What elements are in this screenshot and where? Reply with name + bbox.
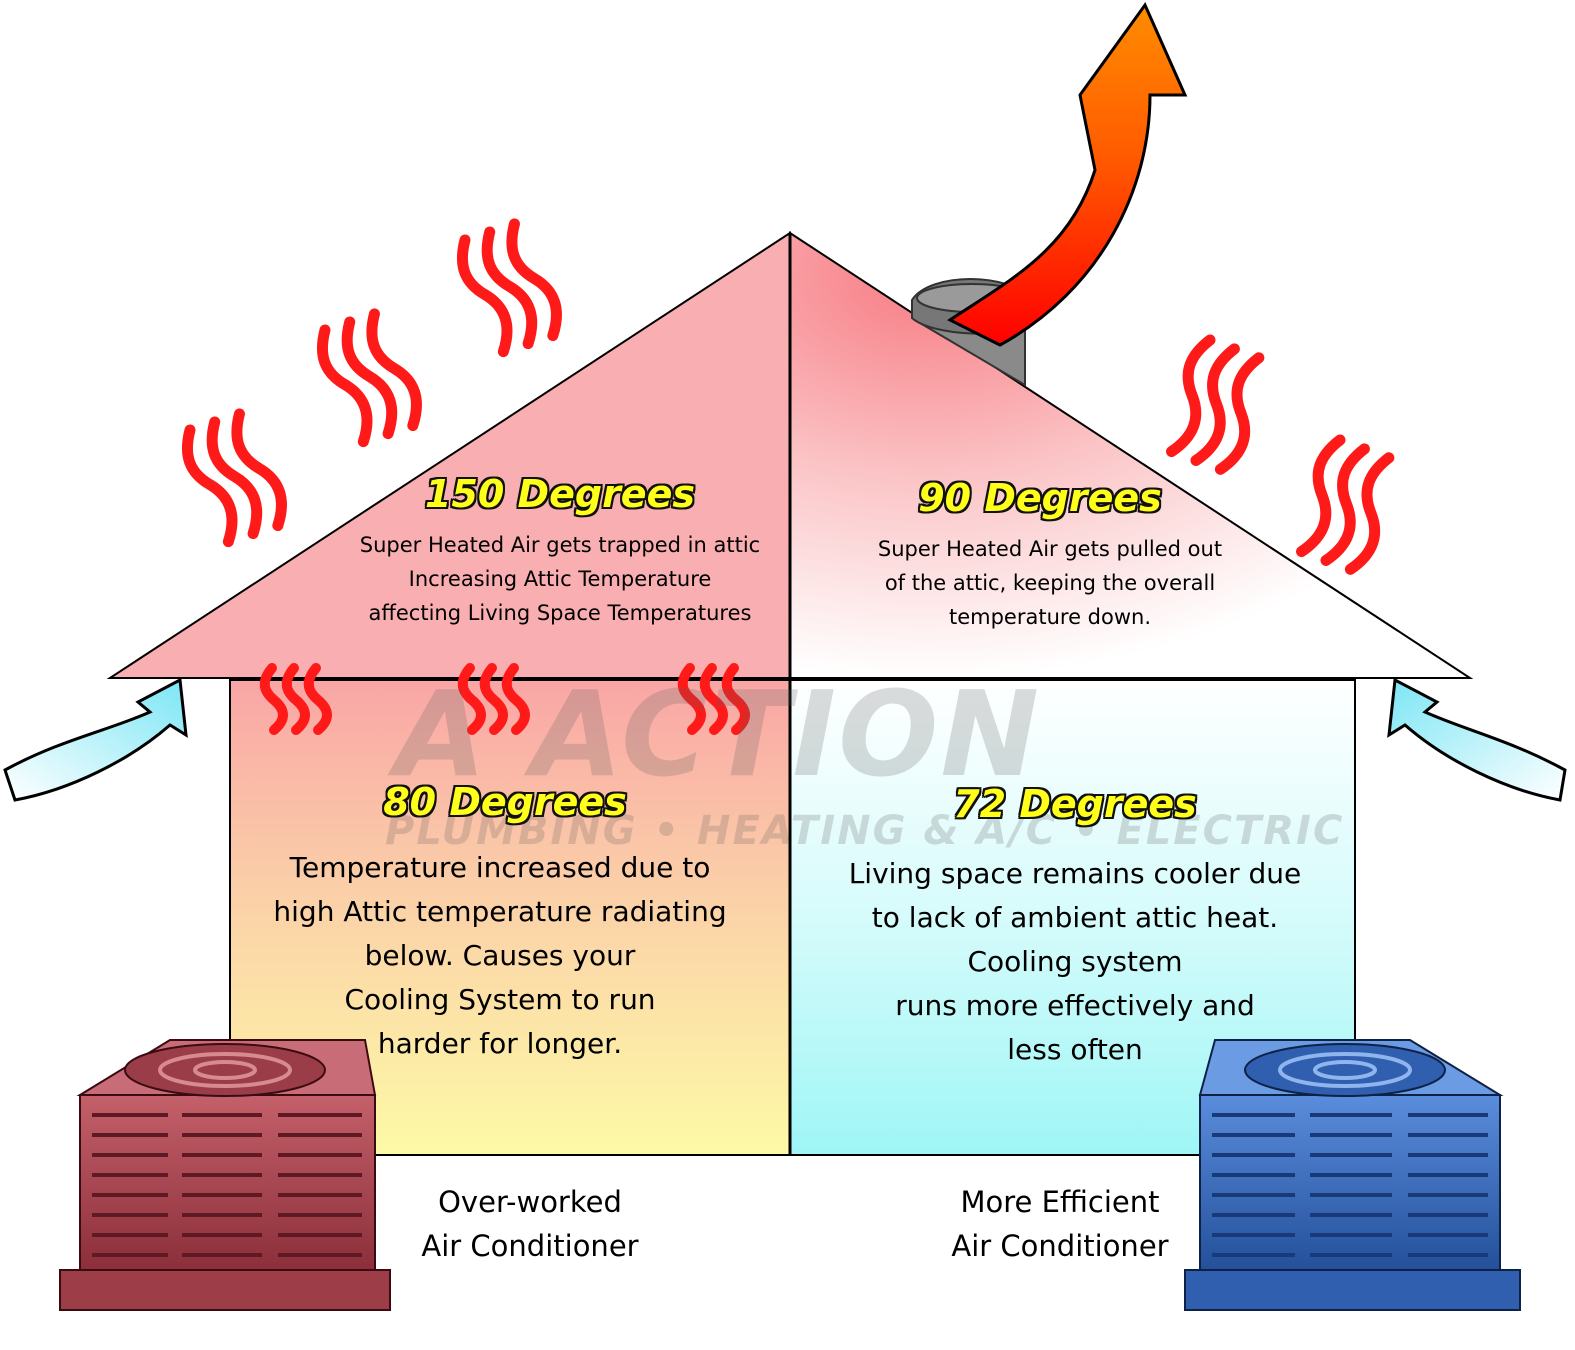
living-left-degrees: 80 Degrees	[383, 780, 627, 824]
attic-left-description: Super Heated Air gets trapped in attic I…	[359, 533, 761, 625]
air-conditioner-icon	[59, 1039, 391, 1311]
exhaust-arrow-icon	[947, 2, 1188, 347]
air-conditioner-icon	[1184, 1039, 1521, 1311]
intake-arrow-icon	[3, 677, 188, 802]
ac-left-label: Over-worked Air Conditioner	[421, 1185, 639, 1263]
ac-right-label: More Efficient Air Conditioner	[951, 1185, 1169, 1263]
attic-left-degrees: 150 Degrees	[425, 472, 695, 516]
intake-arrow-icon	[1387, 677, 1567, 802]
watermark-brand: A ACTION	[395, 665, 1042, 803]
living-left-description: Temperature increased due to high Attic …	[273, 851, 727, 1060]
attic-right-degrees: 90 Degrees	[918, 476, 1162, 520]
living-right-description: Living space remains cooler due to lack …	[848, 857, 1302, 1066]
attic-right-description: Super Heated Air gets pulled out of the …	[877, 537, 1223, 629]
watermark-tagline: PLUMBING • HEATING & A/C • ELECTRIC	[385, 808, 1345, 854]
living-right-degrees: 72 Degrees	[953, 782, 1197, 826]
